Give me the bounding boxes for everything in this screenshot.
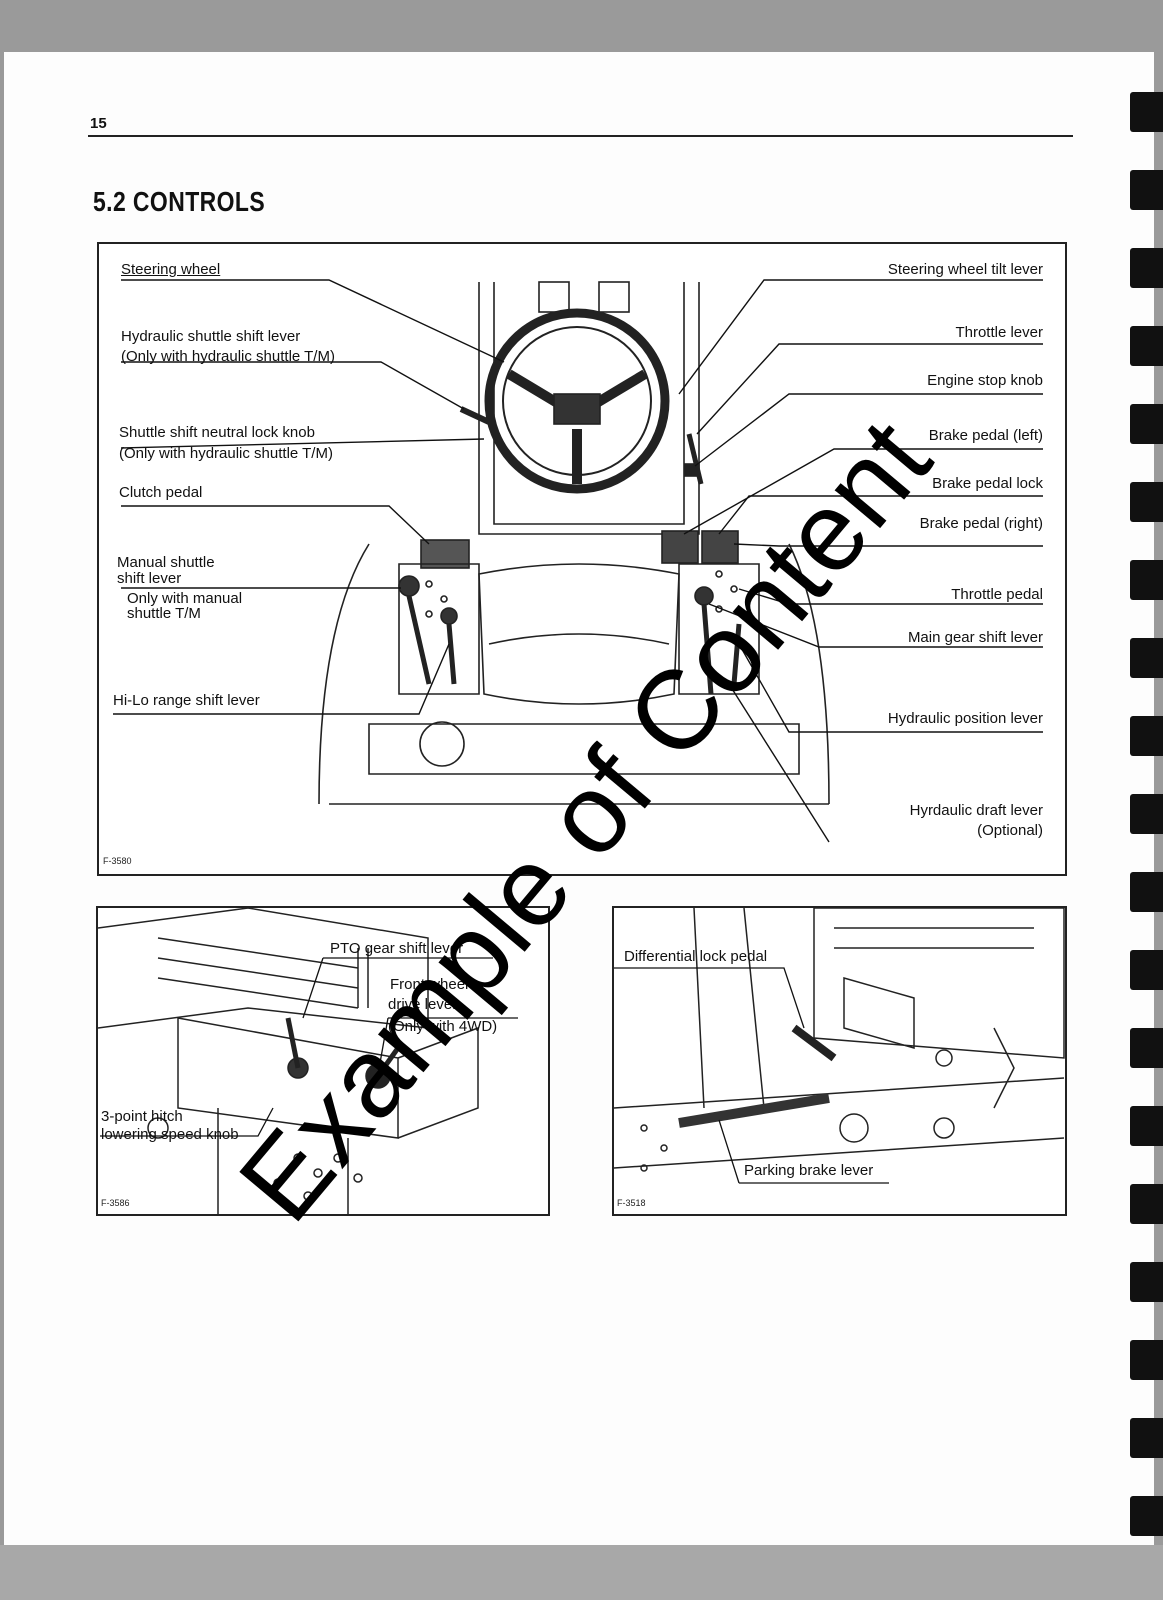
label-manual-shuttle-note1: Only with manual: [127, 590, 243, 607]
binding-hole: [1130, 1106, 1163, 1146]
label-parking-brake-lever: Parking brake lever: [744, 1162, 874, 1179]
label-front-wheel-drive-lever: Front wheel: [390, 976, 469, 993]
label-manual-shuttle-line2: shift lever: [117, 570, 182, 587]
pto-area-drawing: [98, 908, 518, 1214]
label-engine-stop-knob: Engine stop knob: [927, 372, 1043, 389]
binding-hole: [1130, 872, 1163, 912]
figure-code: F-3580: [103, 856, 132, 866]
tractor-operator-station-drawing: [113, 279, 1043, 843]
label-pto-gear-shift-lever: PTO gear shift lever: [330, 940, 464, 957]
label-main-gear-shift-lever: Main gear shift lever: [907, 629, 1043, 646]
label-throttle-pedal: Throttle pedal: [951, 586, 1043, 603]
label-brake-pedal-right: Brake pedal (right): [919, 515, 1043, 532]
binding-hole: [1130, 482, 1163, 522]
binding-hole: [1130, 638, 1163, 678]
label-hydraulic-position-lever: Hydraulic position lever: [887, 710, 1043, 727]
binding-hole: [1130, 326, 1163, 366]
label-steering-wheel: Steering wheel: [121, 261, 221, 278]
binding-hole: [1130, 1496, 1163, 1536]
label-hydraulic-draft-lever-note: (Optional): [977, 822, 1043, 839]
label-hydraulic-shuttle-shift-lever: Hydraulic shuttle shift lever: [121, 328, 301, 345]
header-rule: [88, 135, 1073, 137]
binding-hole: [1130, 950, 1163, 990]
label-front-wheel-drive-lever-line2: drive lever: [388, 996, 458, 1013]
label-differential-lock-pedal: Differential lock pedal: [624, 948, 768, 965]
label-manual-shuttle: Manual shuttle: [117, 554, 215, 571]
controls-diagram: Steering wheel Hydraulic shuttle shift l…: [97, 242, 1067, 876]
label-manual-shuttle-note2: shuttle T/M: [127, 605, 201, 622]
pto-lever-diagram: PTO gear shift lever Front wheel drive l…: [96, 906, 550, 1216]
scan-background: [0, 1545, 1163, 1600]
rear-deck-drawing: [614, 908, 1065, 1184]
label-shuttle-neutral-lock-knob-note: (Only with hydraulic shuttle T/M): [119, 445, 333, 462]
binding-hole: [1130, 1262, 1163, 1302]
label-steering-wheel-tilt-lever: Steering wheel tilt lever: [887, 261, 1043, 278]
label-brake-pedal-lock: Brake pedal lock: [932, 475, 1043, 492]
binding-hole: [1130, 1184, 1163, 1224]
label-hi-lo-range-shift-lever: Hi-Lo range shift lever: [113, 692, 260, 709]
label-lowering-speed-knob: lowering speed knob: [101, 1126, 239, 1143]
binding-hole: [1130, 170, 1163, 210]
label-clutch-pedal: Clutch pedal: [119, 484, 203, 501]
figure-code: F-3586: [101, 1198, 130, 1208]
label-3-point-hitch: 3-point hitch: [101, 1108, 183, 1125]
binding-hole: [1130, 1340, 1163, 1380]
binding-hole: [1130, 1028, 1163, 1068]
binding-hole: [1130, 404, 1163, 444]
figure-code: F-3518: [617, 1198, 646, 1208]
binding-hole: [1130, 1418, 1163, 1458]
label-hydraulic-shuttle-shift-lever-note: (Only with hydraulic shuttle T/M): [121, 348, 335, 365]
label-shuttle-neutral-lock-knob: Shuttle shift neutral lock knob: [119, 424, 315, 441]
binding-hole: [1130, 716, 1163, 756]
section-title: 5.2 CONTROLS: [93, 186, 266, 217]
binding-hole: [1130, 560, 1163, 600]
page-number: 15: [90, 115, 107, 132]
binding-hole: [1130, 794, 1163, 834]
label-brake-pedal-left: Brake pedal (left): [928, 427, 1043, 444]
label-front-wheel-drive-note: (Only with 4WD): [388, 1018, 498, 1035]
binding-hole: [1130, 248, 1163, 288]
differential-lock-diagram: Differential lock pedal Parking brake le…: [612, 906, 1067, 1216]
label-hydraulic-draft-lever: Hyrdaulic draft lever: [909, 802, 1043, 819]
binding-hole: [1130, 92, 1163, 132]
label-throttle-lever: Throttle lever: [955, 324, 1043, 341]
